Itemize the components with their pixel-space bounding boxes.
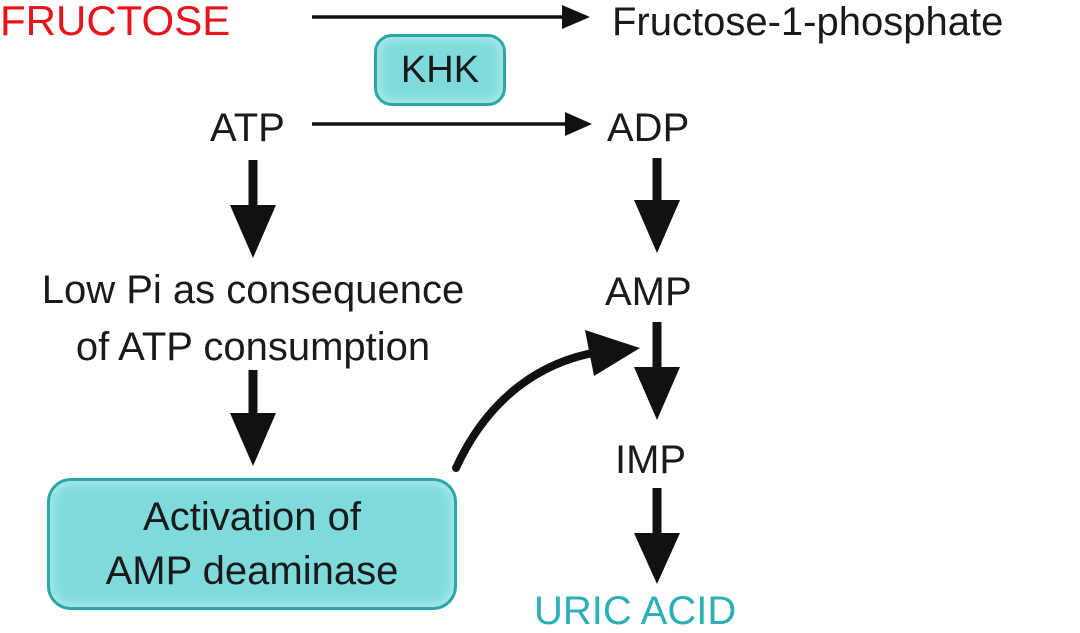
arrow-imp-to-uric-acid <box>634 488 680 584</box>
fructose-label: FRUCTOSE <box>0 0 231 44</box>
arrow-fructose-to-f1p <box>312 5 590 29</box>
khk-enzyme-box: KHK <box>374 34 506 106</box>
atp-label: ATP <box>210 106 285 150</box>
uric-acid-label: URIC ACID <box>534 589 737 633</box>
adp-label: ADP <box>607 106 690 150</box>
low-pi-line-2: of ATP consumption <box>75 325 431 369</box>
arrow-atp-to-low-pi <box>230 160 276 258</box>
imp-label: IMP <box>615 438 687 482</box>
arrow-low-pi-to-deaminase <box>230 370 276 466</box>
arrow-adp-to-amp <box>634 158 680 253</box>
fructose-1-phosphate-label: Fructose-1-phosphate <box>612 0 1004 44</box>
amp-deaminase-line-2: AMP deaminase <box>105 549 399 593</box>
khk-label: KHK <box>400 48 480 91</box>
amp-label: AMP <box>605 270 692 314</box>
low-pi-line-1: Low Pi as consequence <box>41 268 465 312</box>
amp-deaminase-box: Activation of AMP deaminase <box>47 478 457 610</box>
low-pi-text: Low Pi as consequence of ATP consumption <box>0 262 506 376</box>
arrow-amp-to-imp <box>634 322 680 420</box>
curved-arrow-deaminase-to-amp <box>452 330 640 472</box>
arrow-atp-to-adp <box>312 112 592 136</box>
amp-deaminase-line-1: Activation of <box>143 495 361 539</box>
